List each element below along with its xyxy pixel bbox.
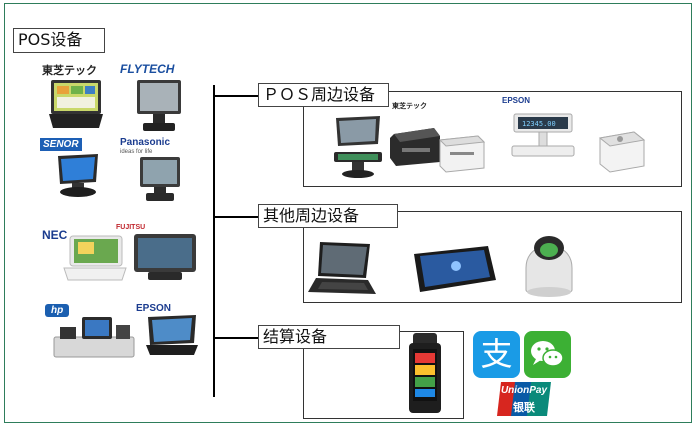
unionpay-logo: UnionPay 银联 [495,380,553,418]
epson-pos-terminal [142,313,202,357]
branch-label-other-peripherals: 其他周边设备 [258,204,398,228]
tablet-device [410,244,498,294]
senor-pos-terminal [50,152,106,198]
receipt-printer-white [436,132,486,174]
brand-epson-left: EPSON [136,303,172,314]
brand-nec: NEC [42,228,68,242]
brand-epson-right: EPSON [502,96,531,105]
root-label: POS设备 [13,28,105,53]
wechat-pay-logo [524,331,571,378]
fujitsu-pos-terminal [130,232,200,282]
svg-text:12345.00: 12345.00 [522,120,556,128]
brand-panasonic: Panasonic [120,137,171,148]
alipay-logo: 支 [473,331,520,378]
brand-toshiba: 東芝テック [42,65,97,77]
laptop-device [306,240,378,298]
payment-terminal [407,333,443,415]
unionpay-logo-cn-text: 银联 [513,401,535,414]
brand-fujitsu: FUJITSU [116,224,146,231]
brand-senor: SENOR [40,138,82,151]
panasonic-pos-terminal [136,155,184,203]
connector-other-peripherals [213,216,259,218]
alipay-logo-glyph: 支 [480,335,513,373]
receipt-printer-black [388,124,442,168]
pole-display: 12345.00 [508,110,578,160]
vertical-trunk-line [213,85,215,397]
brand-hp: hp [45,304,70,317]
connector-payment [213,337,259,339]
branch-label-pos-peripherals: ＰＯＳ周边设备 [258,83,389,107]
customer-display-terminal [330,114,386,180]
brand-panasonic-tagline: ideas for life [120,149,153,155]
toshiba-pos-terminal [45,78,107,130]
hp-pos-system [52,315,136,359]
nec-pos-terminal [60,232,130,284]
fingerprint-scanner [520,228,578,298]
branch-label-payment: 结算设备 [258,325,400,349]
thermal-printer-compact [594,126,648,174]
connector-pos-peripherals [213,95,259,97]
unionpay-logo-text: UnionPay [500,385,548,396]
brand-flytech: FLYTECH [120,62,175,76]
flytech-pos-terminal [134,78,184,134]
brand-toshiba-small: 東芝テック [392,103,427,110]
